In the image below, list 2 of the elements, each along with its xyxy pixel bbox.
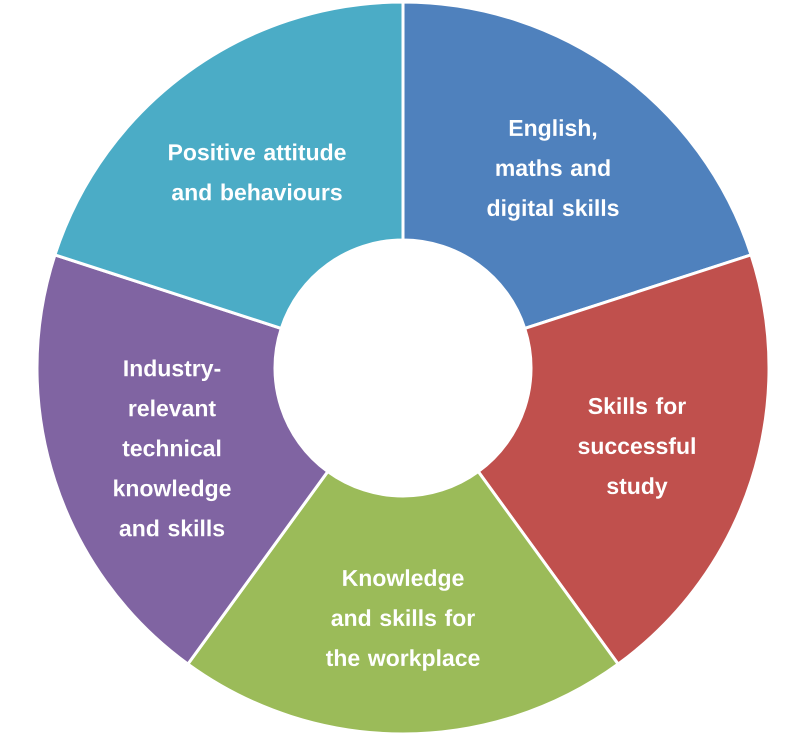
donut-segment: Positive attitude and behaviours xyxy=(53,0,404,330)
donut-segment: English, maths and digital skills xyxy=(402,0,753,330)
